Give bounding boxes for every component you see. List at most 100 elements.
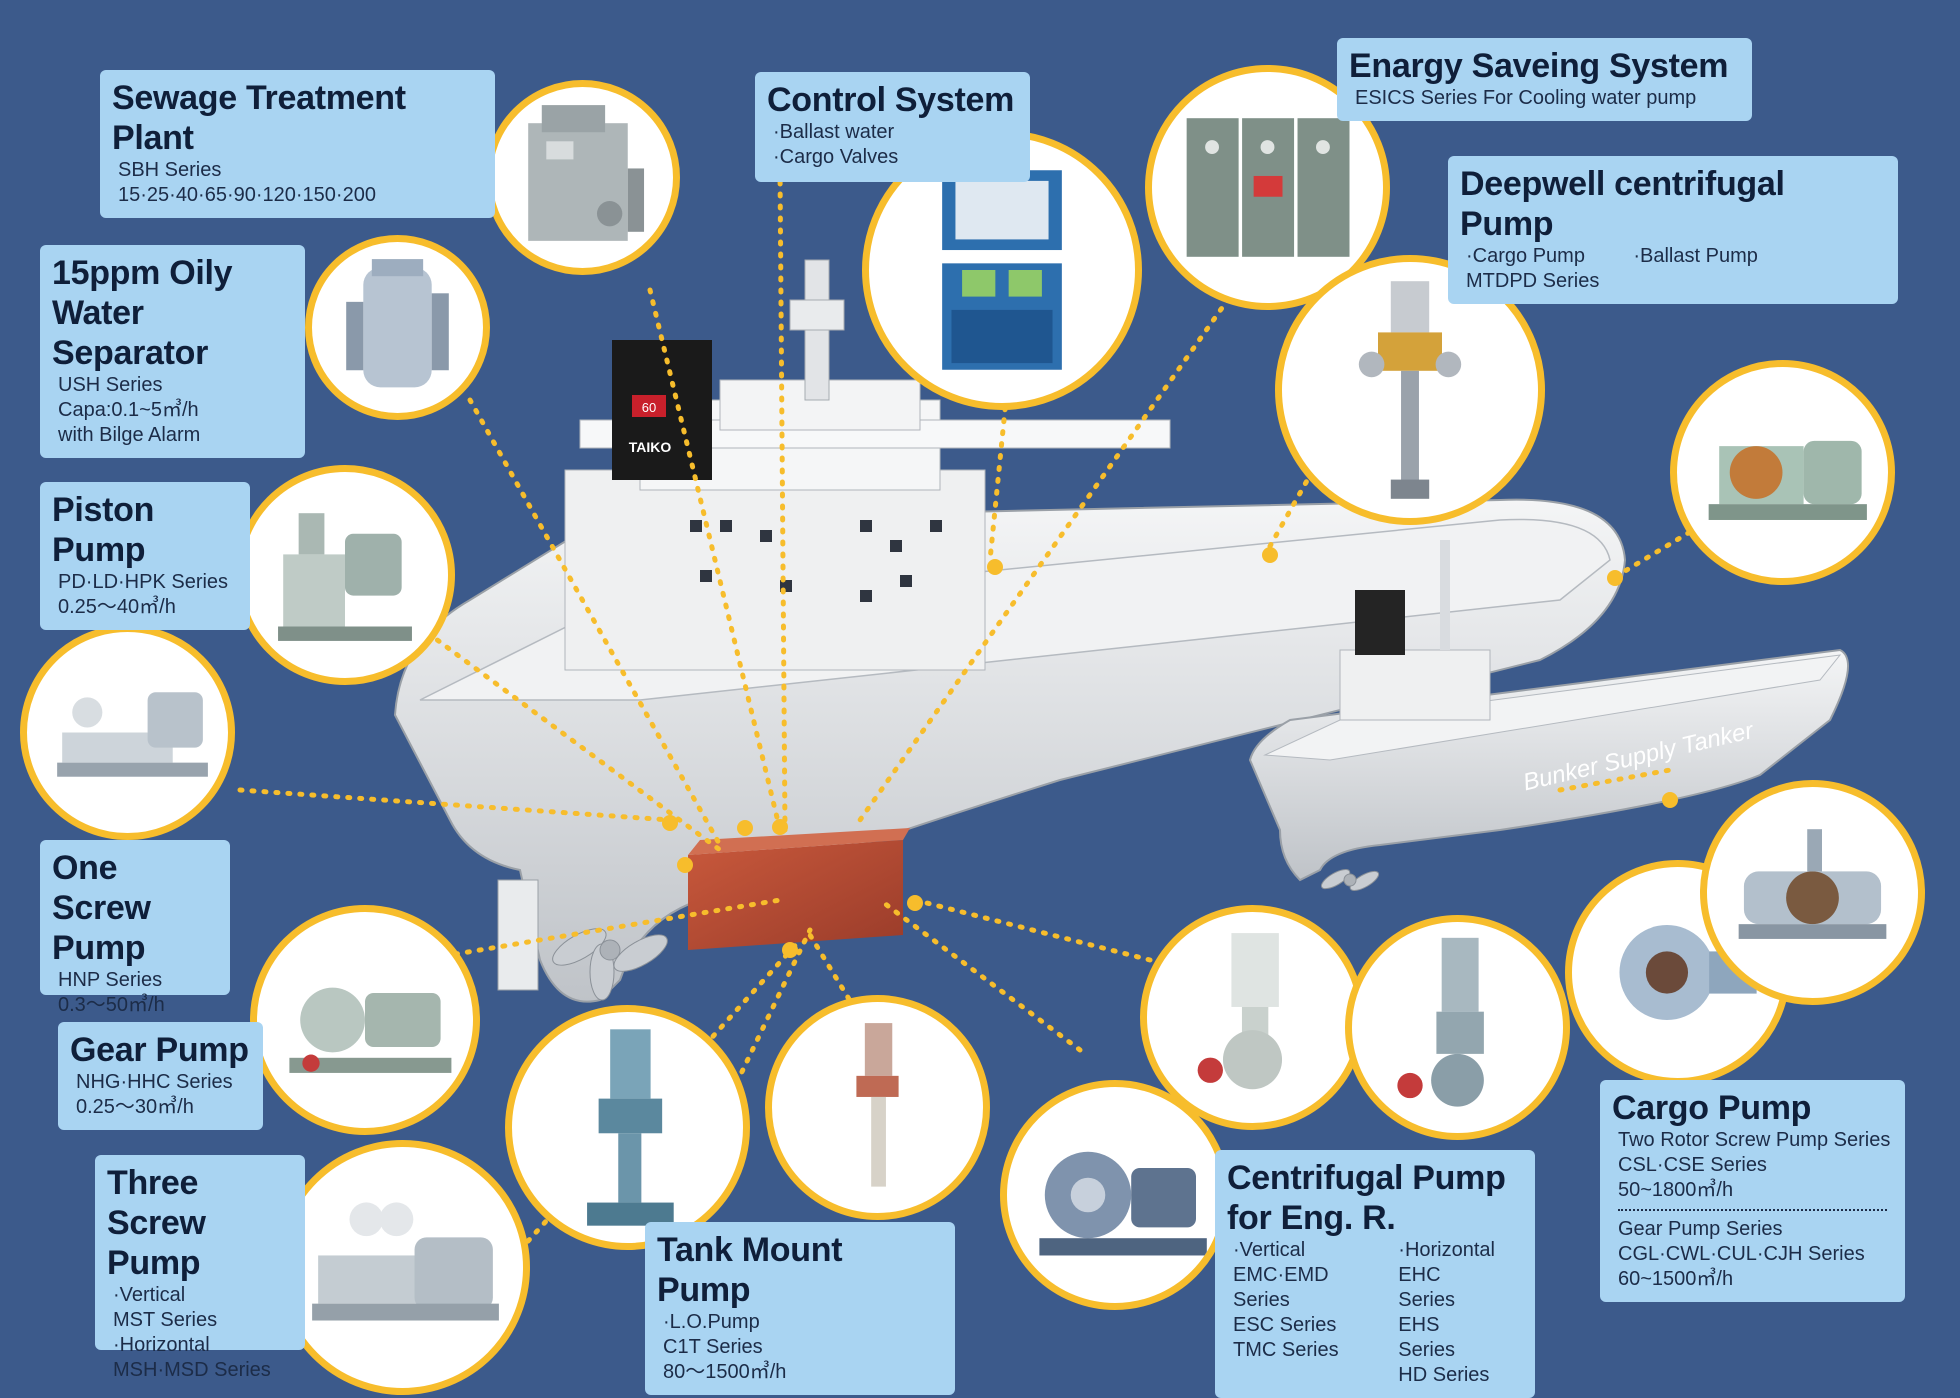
cargo-title: Cargo Pump (1612, 1089, 1812, 1127)
cargo-gear-pump-circle (1565, 860, 1790, 1085)
lo-pump-icon (856, 1023, 899, 1187)
cargo-line: Gear Pump Series (1618, 1218, 1783, 1240)
propeller (552, 928, 668, 1001)
control-title: Control System (767, 81, 1015, 119)
oily-title-1: 15ppm Oily (52, 254, 233, 292)
bunker-mast (1440, 540, 1450, 650)
sewage-title: Sewage Treatment Plant (112, 79, 406, 157)
cargo-gear-pump-icon (1619, 925, 1757, 1020)
funnel-logo-text: 60 (642, 400, 656, 415)
deepwell-line: ·Ballast Pump (1633, 245, 1758, 267)
threescrew-title-1: Three Screw (107, 1164, 206, 1242)
centrifugal-col-2: ·Horizontal EHC Series EHS Series HD Ser… (1392, 1238, 1523, 1388)
centrifugal-line: ESC Series (1233, 1314, 1337, 1336)
cargo-line: CGL·CWL·CUL·CJH Series (1618, 1243, 1865, 1265)
bunker-propeller (1320, 869, 1380, 891)
cargo-line: 50~1800㎥/h (1618, 1179, 1734, 1201)
oily-line: Capa:0.1~5㎥/h (58, 399, 199, 421)
sewage-plant-icon (528, 105, 645, 241)
oily-water-separator-circle (305, 235, 490, 420)
centrifugal-line: EHC Series (1398, 1264, 1455, 1311)
cargo-line: Two Rotor Screw Pump Series (1618, 1129, 1891, 1151)
switchboard-icon (1186, 118, 1350, 257)
mast-top (789, 299, 845, 331)
onescrew-line: 0.3〜50㎥/h (58, 994, 165, 1016)
centrifugal-columns: ·Vertical EMC·EMD Series ESC Series TMC … (1227, 1238, 1523, 1388)
threescrew-line: MSH·MSD Series (113, 1359, 271, 1381)
label-gear-pump: Gear Pump NHG·HHC Series 0.25〜30㎥/h (58, 1022, 263, 1130)
separator-icon (346, 259, 449, 388)
label-oily-water-separator: 15ppm Oily Water Separator USH Series Ca… (40, 245, 305, 458)
cargo-screw-pump-circle (1700, 780, 1925, 1005)
vertical-pump-icon (587, 1029, 674, 1226)
gear-title: Gear Pump (70, 1031, 249, 1069)
centrifugal-col-1: ·Vertical EMC·EMD Series ESC Series TMC … (1227, 1238, 1392, 1388)
deepwell-line: ·Cargo Pump (1466, 245, 1585, 267)
tankmount-line: C1T Series (663, 1336, 763, 1358)
centrifugal-line: ·Horizontal (1398, 1239, 1495, 1261)
windows (690, 520, 942, 602)
bunker-funnel (1355, 590, 1405, 655)
cargo-line: 60~1500㎥/h (1618, 1268, 1734, 1290)
two-rotor-screw-pump-icon (1738, 829, 1887, 939)
threescrew-line: ·Vertical (113, 1284, 186, 1306)
funnel-logo (632, 395, 666, 417)
tankmount-line: ·L.O.Pump (663, 1311, 760, 1333)
piston-title: Piston Pump (52, 491, 155, 569)
deepwell-col-2: ·Ballast Pump (1627, 244, 1786, 294)
oily-line: USH Series (58, 374, 163, 396)
three-screw-pump-icon (312, 1202, 499, 1321)
gear-pump-icon (289, 987, 452, 1073)
piston-pump-icon (278, 513, 412, 641)
onescrew-title-1: One Screw (52, 849, 151, 927)
bunker-superstructure (1339, 649, 1491, 721)
oily-line: with Bilge Alarm (58, 424, 201, 446)
centrifugal-line: EHS Series (1398, 1314, 1455, 1361)
three-screw-pump-circle (275, 1140, 530, 1395)
sewage-plant-circle (485, 80, 680, 275)
label-one-screw-pump: One Screw Pump HNP Series 0.3〜50㎥/h (40, 840, 230, 1016)
bunker-deck (1263, 654, 1842, 761)
sewage-line: SBH Series (118, 159, 222, 181)
label-energy-saving-system: Enargy Saveing System ESICS Series For C… (1337, 38, 1752, 121)
funnel-brand-text: TAIKO (629, 439, 672, 455)
tank-mount-pump-circle (765, 995, 990, 1220)
centrifugal-line: ·Vertical (1233, 1239, 1306, 1261)
deepwell-columns: ·Cargo Pump MTDPD Series ·Ballast Pump (1460, 244, 1886, 294)
horizontal-pump-icon (1708, 440, 1867, 520)
superstructure-base (564, 469, 986, 671)
centrifugal-line: EMC·EMD Series (1233, 1264, 1329, 1311)
label-sewage-treatment-plant: Sewage Treatment Plant SBH Series 15·25·… (100, 70, 495, 218)
connector-endpoints (662, 547, 1678, 958)
threescrew-line: ·Horizontal (113, 1334, 210, 1356)
cargo-screw-pump-circle-top-right (1670, 360, 1895, 585)
gear-line: 0.25〜30㎥/h (76, 1096, 194, 1118)
tank-mount-vertical-pump-circle (505, 1005, 750, 1250)
control-line: ·Ballast water (773, 121, 895, 143)
onescrew-title-2: Pump (52, 929, 146, 967)
gear-pump-circle (250, 905, 480, 1135)
label-cargo-pump: Cargo Pump Two Rotor Screw Pump Series C… (1600, 1080, 1905, 1302)
control-line: ·Cargo Valves (773, 146, 899, 168)
control-panel-icon (942, 170, 1062, 370)
deepwell-line: MTDPD Series (1466, 270, 1600, 292)
oily-title-2: Water Separator (52, 294, 209, 372)
cargo-divider (1618, 1209, 1887, 1211)
split-case-pump-circle (1000, 1080, 1230, 1310)
split-case-pump-icon (1039, 1151, 1207, 1256)
tankmount-line: 80〜1500㎥/h (663, 1361, 787, 1383)
energy-title: Enargy Saveing System (1349, 47, 1729, 85)
centrifugal-vertical-pump-circle (1140, 905, 1365, 1130)
centrifugal-line: TMC Series (1233, 1339, 1339, 1361)
label-three-screw-pump: Three Screw Pump ·Vertical MST Series ·H… (95, 1155, 305, 1381)
label-control-system: Control System ·Ballast water ·Cargo Val… (755, 72, 1030, 182)
label-tank-mount-pump: Tank Mount Pump ·L.O.Pump C1T Series 80〜… (645, 1222, 955, 1395)
one-screw-pump-circle (20, 625, 235, 840)
deepwell-pump-icon (1358, 281, 1462, 499)
rudder (497, 879, 539, 991)
sewage-line: 15·25·40·65·90·120·150·200 (118, 184, 376, 206)
centrifugal-title-2: for Eng. R. (1227, 1199, 1396, 1237)
centrifugal-vertical-icon (1197, 933, 1283, 1090)
cargo-line: CSL·CSE Series (1618, 1154, 1767, 1176)
